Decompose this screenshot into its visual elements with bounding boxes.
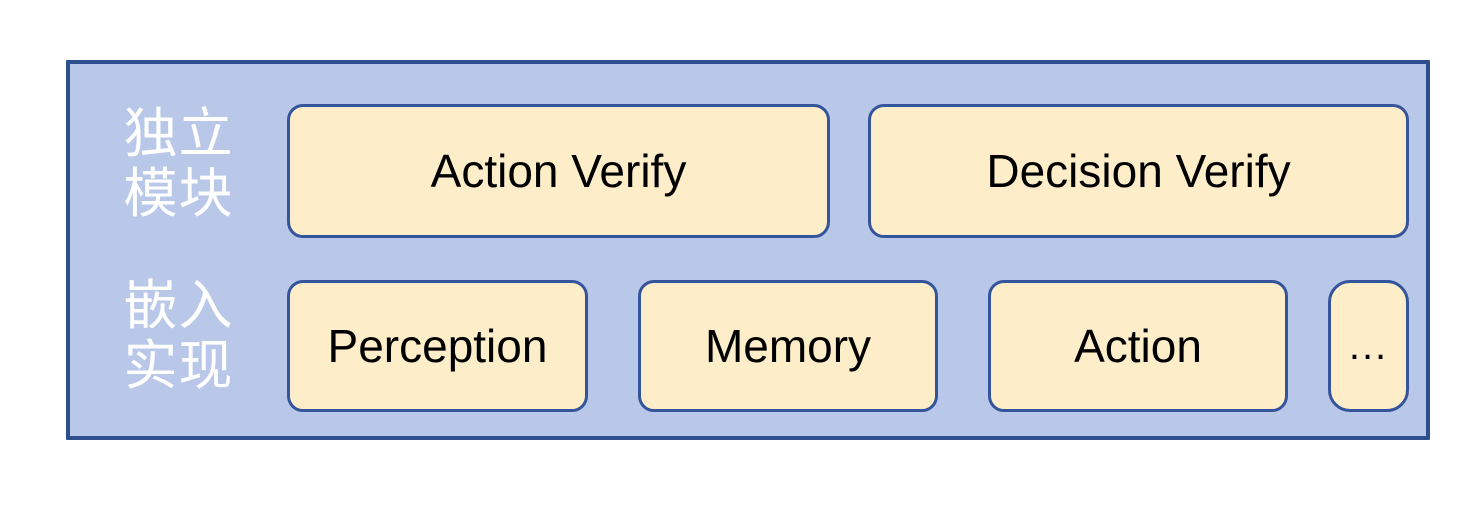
box-memory[interactable]: Memory <box>638 280 938 412</box>
row-label-independent-module: 独立 模块 <box>123 104 234 224</box>
box-more-ellipsis[interactable]: ... <box>1328 280 1409 412</box>
box-decision-verify-label: Decision Verify <box>986 145 1291 197</box>
box-perception-label: Perception <box>327 320 548 372</box>
box-action-label: Action <box>1074 320 1202 372</box>
row-independent-modules: Action Verify Decision Verify <box>287 104 1412 238</box>
box-action-verify[interactable]: Action Verify <box>287 104 830 238</box>
box-perception[interactable]: Perception <box>287 280 588 412</box>
box-more-label: ... <box>1348 324 1389 368</box>
architecture-panel: 独立 模块 嵌入 实现 Action Verify Decision Verif… <box>66 60 1430 440</box>
row-embedded-implementation: Perception Memory Action ... <box>287 280 1412 412</box>
box-action[interactable]: Action <box>988 280 1288 412</box>
box-action-verify-label: Action Verify <box>430 145 687 197</box>
box-decision-verify[interactable]: Decision Verify <box>868 104 1409 238</box>
row-label-embedded-implementation: 嵌入 实现 <box>123 276 234 396</box>
row-label-column: 独立 模块 嵌入 实现 <box>70 64 287 436</box>
box-memory-label: Memory <box>704 320 872 372</box>
